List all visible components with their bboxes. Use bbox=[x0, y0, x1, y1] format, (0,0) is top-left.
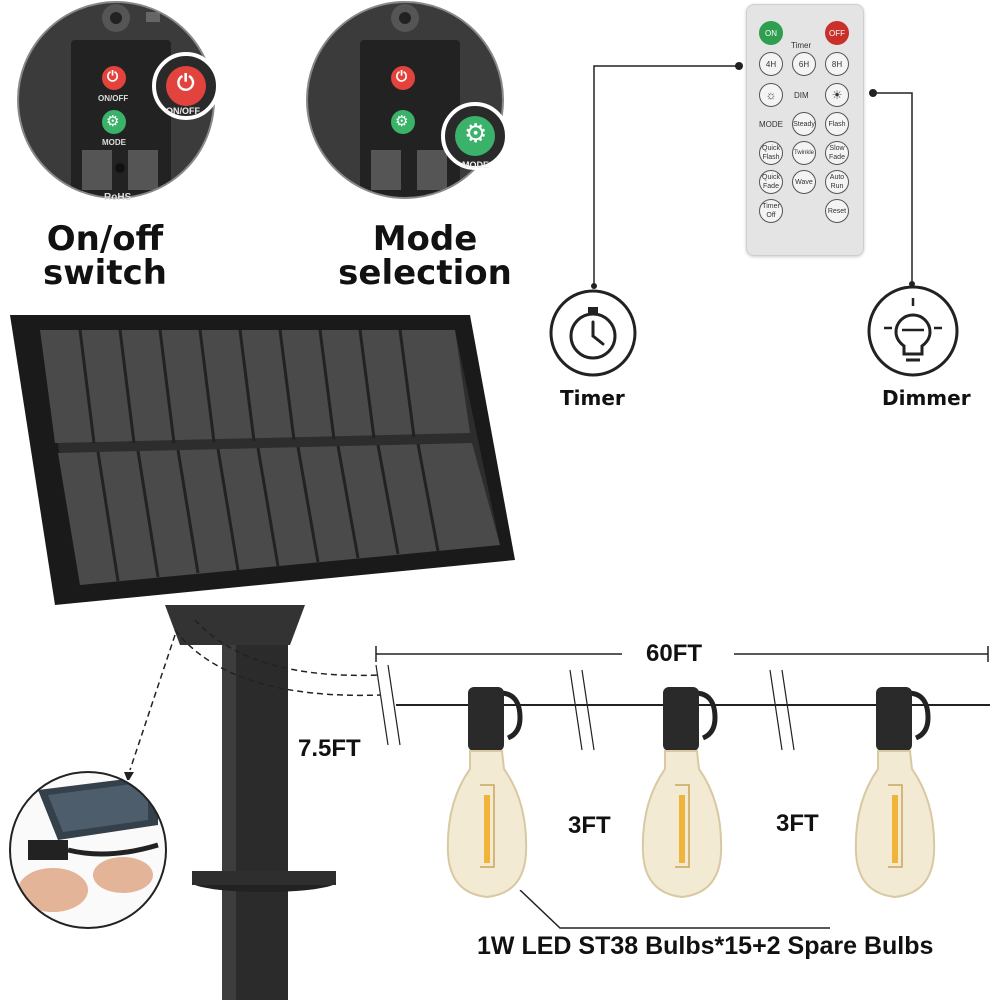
lead-length-label: 7.5FT bbox=[298, 735, 361, 762]
timer-label: Timer bbox=[560, 386, 625, 410]
remote-timer-off-button[interactable]: Timer Off bbox=[759, 199, 783, 223]
remote-quick-fade-button[interactable]: Quick Fade bbox=[759, 170, 783, 194]
panel-mag-onoff-text: ON/OFF bbox=[166, 106, 200, 116]
remote-twinkle-button[interactable]: Twinkle bbox=[792, 141, 816, 165]
bulb-pointer-line bbox=[519, 890, 830, 929]
remote-off-button[interactable]: OFF bbox=[825, 21, 849, 45]
remote-dim-up-button[interactable]: ☀ bbox=[825, 83, 849, 107]
remote-connectors bbox=[591, 62, 915, 289]
remote-steady-button[interactable]: Steady bbox=[792, 112, 816, 136]
remote-flash-button[interactable]: Flash bbox=[825, 112, 849, 136]
bulb-3 bbox=[848, 685, 943, 910]
remote-control: ON OFF Timer 4H 6H 8H ☼ DIM ☀ MODE Stead… bbox=[746, 4, 864, 256]
total-length-label: 60FT bbox=[646, 640, 703, 667]
power-icon-small: ⏻ bbox=[396, 68, 408, 84]
dimmer-label: Dimmer bbox=[882, 386, 971, 410]
remote-on-button[interactable]: ON bbox=[759, 21, 783, 45]
remote-quick-flash-button[interactable]: Quick Flash bbox=[759, 141, 783, 165]
mode-selection-label: Mode selection bbox=[338, 219, 512, 293]
gear-icon: ⚙ bbox=[464, 118, 488, 148]
panel-rohs-text: RoHS bbox=[104, 192, 132, 203]
bulb-1 bbox=[440, 685, 535, 910]
gear-icon-small: ⚙ bbox=[395, 113, 409, 130]
power-icon: ⏻ bbox=[177, 70, 195, 95]
remote-dim-label: DIM bbox=[794, 91, 809, 100]
remote-timer-title: Timer bbox=[791, 41, 812, 50]
remote-wave-button[interactable]: Wave bbox=[792, 170, 816, 194]
remote-6h-button[interactable]: 6H bbox=[792, 52, 816, 76]
remote-reset-button[interactable]: Reset bbox=[825, 199, 849, 223]
panel-mag-mode-text: MODE bbox=[462, 160, 489, 170]
power-icon-small: ⏻ bbox=[107, 68, 119, 84]
total-length-line bbox=[375, 646, 989, 662]
remote-mode-label: MODE bbox=[759, 120, 783, 129]
solar-panel bbox=[0, 315, 520, 1000]
gear-icon-small: ⚙ bbox=[106, 113, 120, 130]
onoff-switch-label: On/off switch bbox=[43, 219, 167, 293]
remote-auto-run-button[interactable]: Auto Run bbox=[825, 170, 849, 194]
bulb-2 bbox=[635, 685, 730, 910]
mode-closeup: ⏻ ⚙ ⚙ MODE bbox=[305, 0, 509, 205]
remote-slow-fade-button[interactable]: Slow Fade bbox=[825, 141, 849, 165]
spacing-label-1: 3FT bbox=[568, 812, 611, 839]
timer-icon bbox=[548, 288, 638, 378]
remote-4h-button[interactable]: 4H bbox=[759, 52, 783, 76]
spacing-label-2: 3FT bbox=[776, 810, 819, 837]
bulb-description: 1W LED ST38 Bulbs*15+2 Spare Bulbs bbox=[477, 932, 934, 960]
dimmer-icon bbox=[866, 284, 960, 378]
panel-onoff-text: ON/OFF bbox=[98, 94, 129, 103]
remote-dim-down-button[interactable]: ☼ bbox=[759, 83, 783, 107]
panel-mode-text: MODE bbox=[102, 138, 126, 147]
remote-8h-button[interactable]: 8H bbox=[825, 52, 849, 76]
connection-closeup bbox=[8, 770, 168, 930]
